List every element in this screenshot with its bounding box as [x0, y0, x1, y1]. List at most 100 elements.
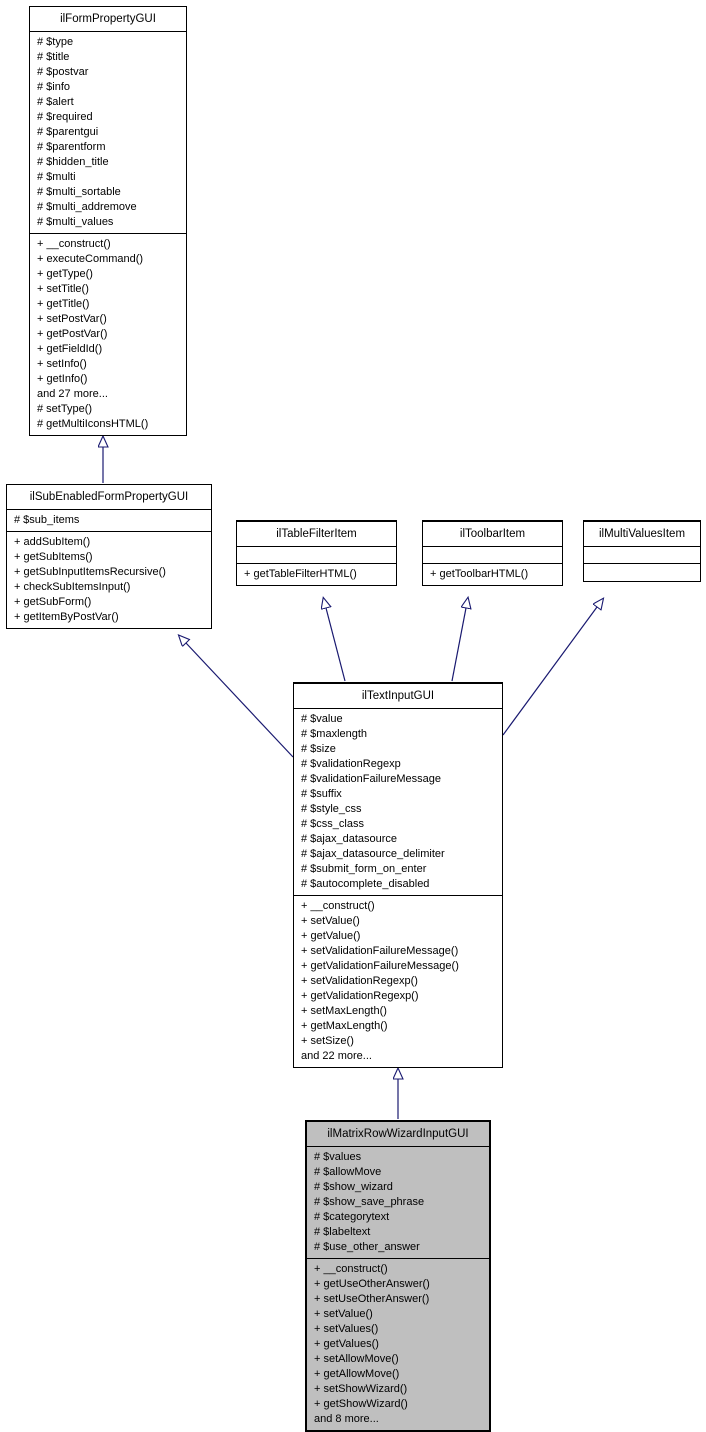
member-row: + getSubForm() — [14, 596, 92, 608]
class-node-ilTableFilterItem[interactable]: ilTableFilterItem + getTableFilterHTML() — [236, 520, 397, 586]
class-attributes: # $value # $maxlength # $size # $validation… — [294, 709, 502, 896]
class-node-ilToolbarItem[interactable]: ilToolbarItem + getToolbarHTML() — [422, 520, 563, 586]
member-row: # $validationFailureMessage — [301, 773, 442, 785]
class-title: ilFormPropertyGUI — [30, 7, 186, 32]
member-row: + setPostVar() — [37, 313, 107, 325]
member-row: and 27 more... — [37, 388, 108, 400]
class-title: ilMatrixRowWizardInputGUI — [307, 1122, 489, 1147]
member-row: # $suffix — [301, 788, 342, 800]
member-row: # $submit_form_on_enter — [301, 863, 427, 875]
member-row: + setValue() — [301, 915, 360, 927]
inheritance-arrow-text-to-sub — [186, 643, 294, 758]
member-row: + getValues() — [314, 1338, 379, 1350]
class-methods: + addSubItem() + getSubItems() + getSubInp… — [7, 532, 211, 628]
member-row: # $multi_values — [37, 216, 114, 228]
member-row: # $ajax_datasource — [301, 833, 398, 845]
class-title: ilTableFilterItem — [237, 522, 396, 547]
member-row: # $show_wizard — [314, 1181, 393, 1193]
member-row: + getToolbarHTML() — [430, 568, 529, 580]
class-attributes — [237, 547, 396, 564]
member-row: + setShowWizard() — [314, 1383, 408, 1395]
member-row: # $values — [314, 1151, 362, 1163]
class-node-ilSubEnabledFormPropertyGUI[interactable]: ilSubEnabledFormPropertyGUI # $sub_items… — [6, 484, 212, 629]
member-row: + getSubInputItemsRecursive() — [14, 566, 166, 578]
class-title: ilSubEnabledFormPropertyGUI — [7, 485, 211, 510]
member-row: and 8 more... — [314, 1413, 379, 1425]
member-row: # $css_class — [301, 818, 364, 830]
member-row: # $size — [301, 743, 336, 755]
member-row: # $required — [37, 111, 93, 123]
member-row: # $hidden_title — [37, 156, 109, 168]
member-row: + setValidationFailureMessage() — [301, 945, 459, 957]
member-row: + addSubItem() — [14, 536, 91, 548]
class-title: ilTextInputGUI — [294, 684, 502, 709]
class-attributes: # $values # $allowMove # $show_wizard # $sh… — [307, 1147, 489, 1259]
member-row: + setValidationRegexp() — [301, 975, 418, 987]
member-row: # $maxlength — [301, 728, 368, 740]
class-node-ilMatrixRowWizardInputGUI: ilMatrixRowWizardInputGUI # $values # $al… — [305, 1120, 491, 1432]
member-row: + getSubItems() — [14, 551, 93, 563]
class-attributes — [584, 547, 700, 564]
class-title: ilMultiValuesItem — [584, 522, 700, 547]
member-row: # getMultiIconsHTML() — [37, 418, 149, 430]
class-methods: + getToolbarHTML() — [423, 564, 562, 585]
member-row: # $parentform — [37, 141, 106, 153]
class-attributes — [423, 547, 562, 564]
member-row: + getUseOtherAnswer() — [314, 1278, 430, 1290]
member-row: # setType() — [37, 403, 93, 415]
class-methods: + getTableFilterHTML() — [237, 564, 396, 585]
member-row: + __construct() — [301, 900, 375, 912]
member-row: # $info — [37, 81, 71, 93]
class-node-ilMultiValuesItem[interactable]: ilMultiValuesItem — [583, 520, 701, 582]
member-row: # $allowMove — [314, 1166, 382, 1178]
member-row: + getItemByPostVar() — [14, 611, 119, 623]
member-row: # $show_save_phrase — [314, 1196, 425, 1208]
member-row: + setSize() — [301, 1035, 354, 1047]
member-row: + getShowWizard() — [314, 1398, 408, 1410]
member-row: + setAllowMove() — [314, 1353, 399, 1365]
member-row: # $autocomplete_disabled — [301, 878, 430, 890]
member-row: + getPostVar() — [37, 328, 108, 340]
class-node-ilTextInputGUI[interactable]: ilTextInputGUI # $value # $maxlength # $si… — [293, 682, 503, 1068]
member-row: # $postvar — [37, 66, 89, 78]
member-row: + getValidationFailureMessage() — [301, 960, 459, 972]
member-row: + getValidationRegexp() — [301, 990, 419, 1002]
inheritance-arrow-text-to-toolbar — [451, 608, 466, 682]
class-attributes: # $sub_items — [7, 510, 211, 532]
member-row: # $labeltext — [314, 1226, 371, 1238]
member-row: + setValue() — [314, 1308, 373, 1320]
member-row: + setMaxLength() — [301, 1005, 387, 1017]
member-row: + setValues() — [314, 1323, 379, 1335]
class-node-ilFormPropertyGUI[interactable]: ilFormPropertyGUI # $type # $title # $post… — [29, 6, 187, 436]
member-row: + executeCommand() — [37, 253, 144, 265]
member-row: # $use_other_answer — [314, 1241, 420, 1253]
class-attributes: # $type # $title # $postvar # $info # $alert… — [30, 32, 186, 234]
member-row: + __construct() — [314, 1263, 388, 1275]
member-row: # $value — [301, 713, 343, 725]
class-methods — [584, 564, 700, 581]
inheritance-arrow-text-to-multivalues — [502, 607, 597, 736]
member-row: # $sub_items — [14, 514, 80, 526]
member-row: + setInfo() — [37, 358, 87, 370]
member-row: # $categorytext — [314, 1211, 390, 1223]
member-row: # $style_css — [301, 803, 362, 815]
class-methods: + __construct() + getUseOtherAnswer() + se… — [307, 1259, 489, 1430]
member-row: + getAllowMove() — [314, 1368, 400, 1380]
member-row: + getFieldId() — [37, 343, 103, 355]
member-row: + setUseOtherAnswer() — [314, 1293, 430, 1305]
member-row: # $multi_sortable — [37, 186, 121, 198]
member-row: # $alert — [37, 96, 74, 108]
member-row: # $title — [37, 51, 70, 63]
member-row: + getInfo() — [37, 373, 88, 385]
member-row: + getTitle() — [37, 298, 90, 310]
member-row: # $parentgui — [37, 126, 99, 138]
member-row: + setTitle() — [37, 283, 89, 295]
member-row: + getTableFilterHTML() — [244, 568, 357, 580]
member-row: + checkSubItemsInput() — [14, 581, 131, 593]
member-row: # $multi — [37, 171, 76, 183]
member-row: + getValue() — [301, 930, 361, 942]
inheritance-arrow-text-to-tablefilter — [326, 608, 346, 682]
member-row: # $type — [37, 36, 74, 48]
member-row: + getType() — [37, 268, 93, 280]
